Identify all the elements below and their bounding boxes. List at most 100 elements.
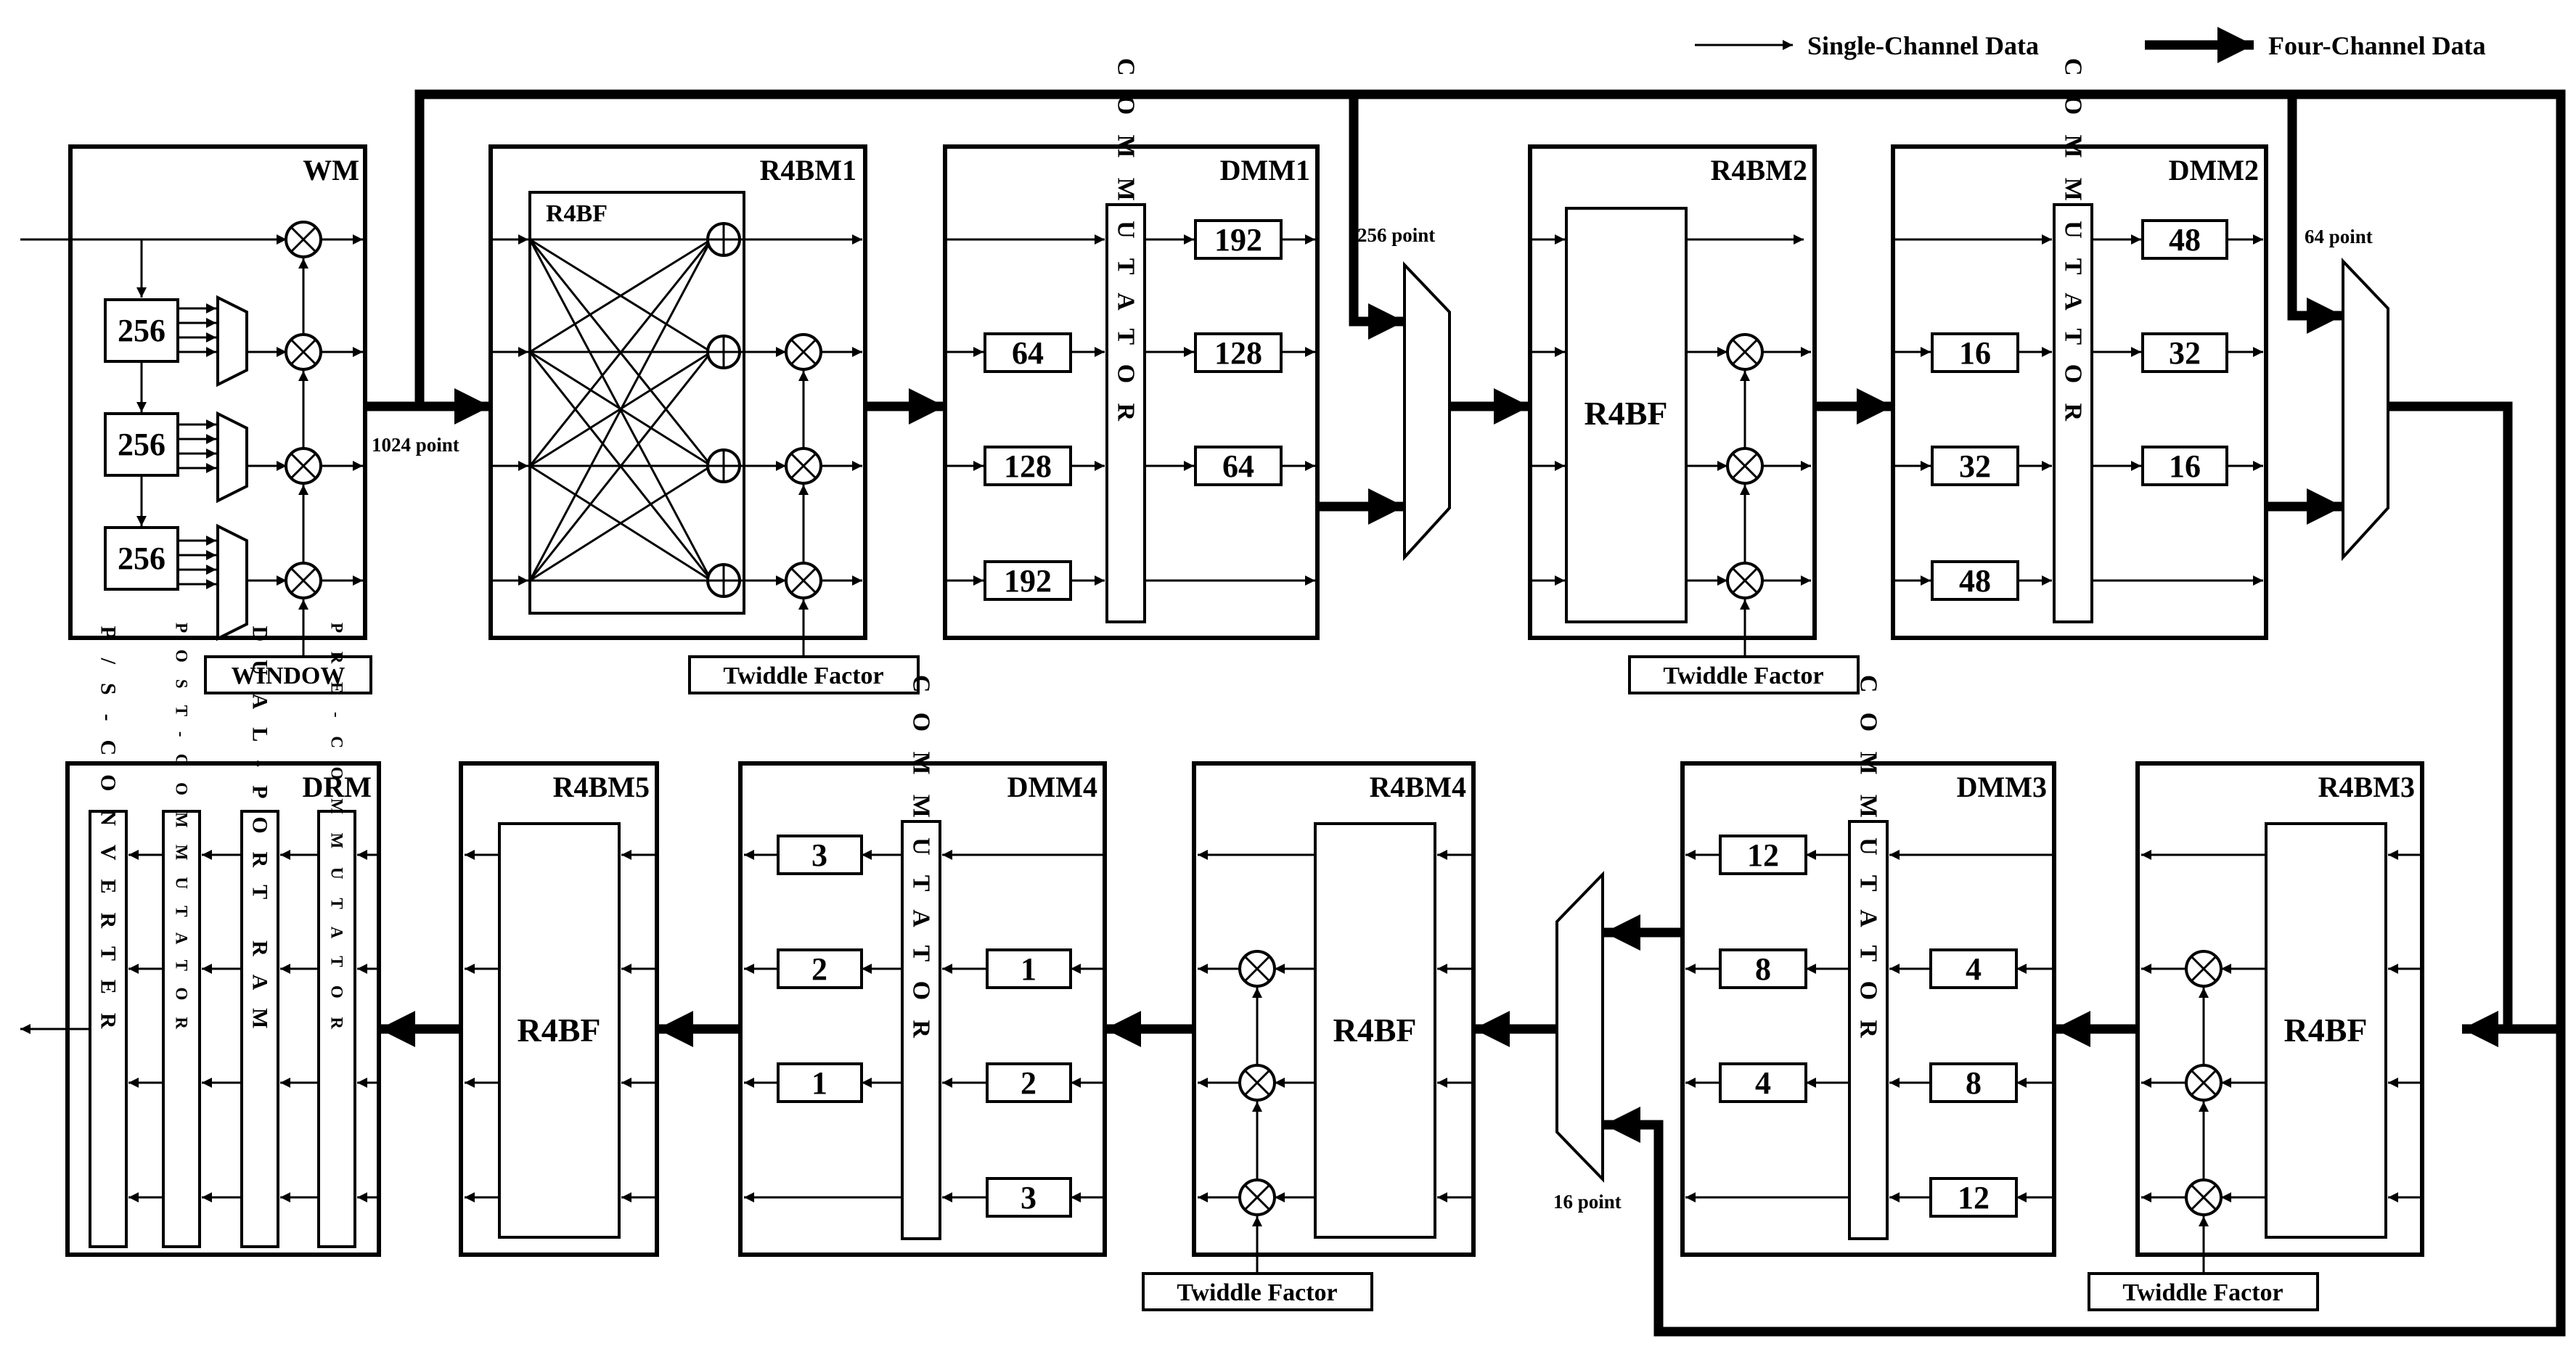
label-16-point: 16 point	[1553, 1191, 1622, 1213]
r4bm2-twiddle-box	[1628, 655, 1860, 694]
wm-title: WM	[303, 154, 359, 186]
module-r4bm5: R4BM5 R4BF	[459, 761, 659, 1257]
dmm1-left-reg-2	[984, 446, 1072, 486]
adder-icon	[706, 448, 741, 483]
dmm2-right-reg-1-label: 48	[2169, 222, 2201, 258]
dmm3-left-reg-1	[1719, 835, 1807, 875]
wm-reg-1	[104, 298, 179, 363]
dmm4-right-reg-1	[986, 948, 1072, 989]
dmm3-right-reg-3-label: 12	[1958, 1180, 1990, 1215]
r4bm4-r4bf-box	[1314, 822, 1436, 1239]
r4bm1-output-lines	[740, 234, 862, 657]
r4bm5-title: R4BM5	[553, 771, 650, 803]
r4bm4-twiddle-box	[1142, 1272, 1373, 1311]
r4bm4-multipliers	[1238, 950, 1276, 1216]
multiplier-icon	[285, 333, 322, 371]
label-1024-point: 1024 point	[372, 434, 459, 456]
dmm4-lines	[744, 850, 1105, 1202]
dmm4-right-reg-3-label: 3	[1021, 1180, 1036, 1215]
thick-routing	[365, 89, 2566, 1337]
adder-icon	[706, 222, 741, 257]
r4bm1-multipliers	[785, 333, 822, 599]
legend-single-label: Single-Channel Data	[1807, 31, 2039, 60]
multiplier-icon	[2185, 1178, 2223, 1216]
multiplier-icon	[2185, 950, 2223, 988]
r4bm1-butterfly-lines	[528, 238, 713, 582]
drm-lines	[20, 850, 379, 1202]
r4bm4-r4bf-label: R4BF	[1333, 1012, 1417, 1049]
dmm2-left-reg-2	[1931, 446, 2019, 486]
r4bm3-twiddle-label: Twiddle Factor	[2122, 1279, 2283, 1306]
dmm1-commutator	[1105, 203, 1146, 623]
r4bm3-lines	[2141, 850, 2422, 1274]
module-dmm1: DMM1 COMMUTATOR 64 128 192 192 128	[943, 58, 1320, 640]
multiplier-icon	[1238, 950, 1276, 988]
dmm1-left-reg-1	[984, 332, 1072, 373]
dmm4-right-reg-3	[986, 1177, 1072, 1218]
dmm4-title: DMM4	[1007, 771, 1097, 803]
legend-four-label: Four-Channel Data	[2268, 31, 2486, 60]
drm-col-post-commutator	[162, 810, 201, 1248]
dmm1-right-reg-2	[1194, 332, 1283, 373]
drm-col-pre-commutator	[317, 810, 356, 1248]
wm-window-label: WINDOW	[232, 663, 345, 689]
module-dmm3: DMM3 COMMUTATOR 12 8 4 4 8 12	[1680, 675, 2056, 1257]
bus-main	[414, 89, 2566, 1047]
drm-col-ps-converter	[89, 810, 128, 1248]
r4bm3-twiddle-box	[2088, 1272, 2319, 1311]
dmm2-right-reg-3	[2141, 446, 2228, 486]
multiplier-icon	[785, 562, 822, 599]
dmm2-left-reg-1-label: 16	[1959, 335, 1991, 371]
r4bm4-twiddle-label: Twiddle Factor	[1177, 1279, 1337, 1306]
multiplier-icon	[285, 447, 322, 485]
dmm4-commutator	[901, 820, 941, 1240]
dmm3-right-reg-2	[1929, 1062, 2018, 1103]
multiplier-icon	[1726, 333, 1764, 371]
dmm4-left-reg-3-label: 1	[811, 1065, 827, 1101]
branch-64-mux	[2287, 94, 2343, 334]
wm-mux-2	[216, 411, 248, 504]
drm-col-post-commutator-label: POST-COMMUTATOR	[173, 623, 191, 1029]
multiplier-icon	[785, 333, 822, 371]
dmm2-lines	[1893, 234, 2263, 586]
r4bm1-r4bf-label: R4BF	[546, 200, 608, 227]
dmm2-title: DMM2	[2169, 154, 2259, 186]
module-r4bm3: R4BM3 R4BF Twiddle Factor	[2088, 761, 2424, 1311]
wm-reg-2-label: 256	[118, 427, 165, 462]
dmm2-left-reg-2-label: 32	[1959, 448, 1991, 484]
drm-col-dual-port-ram	[240, 810, 279, 1248]
r4bm2-r4bf-box	[1565, 207, 1688, 623]
r4bm3-r4bf-label: R4BF	[2284, 1012, 2368, 1049]
branch-256-mux	[1349, 94, 1404, 340]
dmm1-right-reg-2-label: 128	[1214, 335, 1262, 371]
wm-window-box	[204, 655, 372, 694]
drm-title: DRM	[302, 771, 372, 803]
multiplier-icon	[1238, 1178, 1276, 1216]
module-wm: WM 256 256 256	[20, 144, 372, 694]
mux-64-point	[2342, 258, 2389, 562]
r4bm1-input-lines	[491, 234, 528, 586]
adder-icon	[706, 563, 741, 598]
r4bm3-r4bf-box	[2265, 822, 2387, 1239]
dmm4-right-reg-1-label: 1	[1021, 951, 1036, 987]
dmm4-left-reg-2	[777, 948, 863, 989]
multiplier-icon	[2185, 1064, 2223, 1102]
mux-16-point	[1555, 871, 1604, 1183]
r4bm4-title: R4BM4	[1370, 771, 1466, 803]
dmm3-left-reg-2	[1719, 948, 1807, 989]
r4bm5-r4bf-box	[498, 822, 621, 1239]
wm-mux-lines	[178, 258, 308, 657]
dmm3-left-reg-1-label: 12	[1747, 837, 1779, 873]
module-r4bm1: R4BM1 R4BF	[488, 144, 920, 694]
r4bm5-r4bf-label: R4BF	[518, 1012, 601, 1049]
module-dmm2: DMM2 COMMUTATOR 16 32 48 48 32	[1891, 58, 2268, 640]
dmm1-lines	[945, 234, 1315, 586]
r4bm1-adders	[706, 222, 741, 598]
dmm4-right-reg-2	[986, 1062, 1072, 1103]
dmm2-right-reg-2-label: 32	[2169, 335, 2201, 371]
module-r4bm4: R4BM4 R4BF Twiddle Factor	[1142, 761, 1476, 1311]
dmm1-right-reg-1-label: 192	[1214, 222, 1262, 258]
r4bm2-lines	[1530, 234, 1811, 657]
multiplier-icon	[1238, 1064, 1276, 1102]
